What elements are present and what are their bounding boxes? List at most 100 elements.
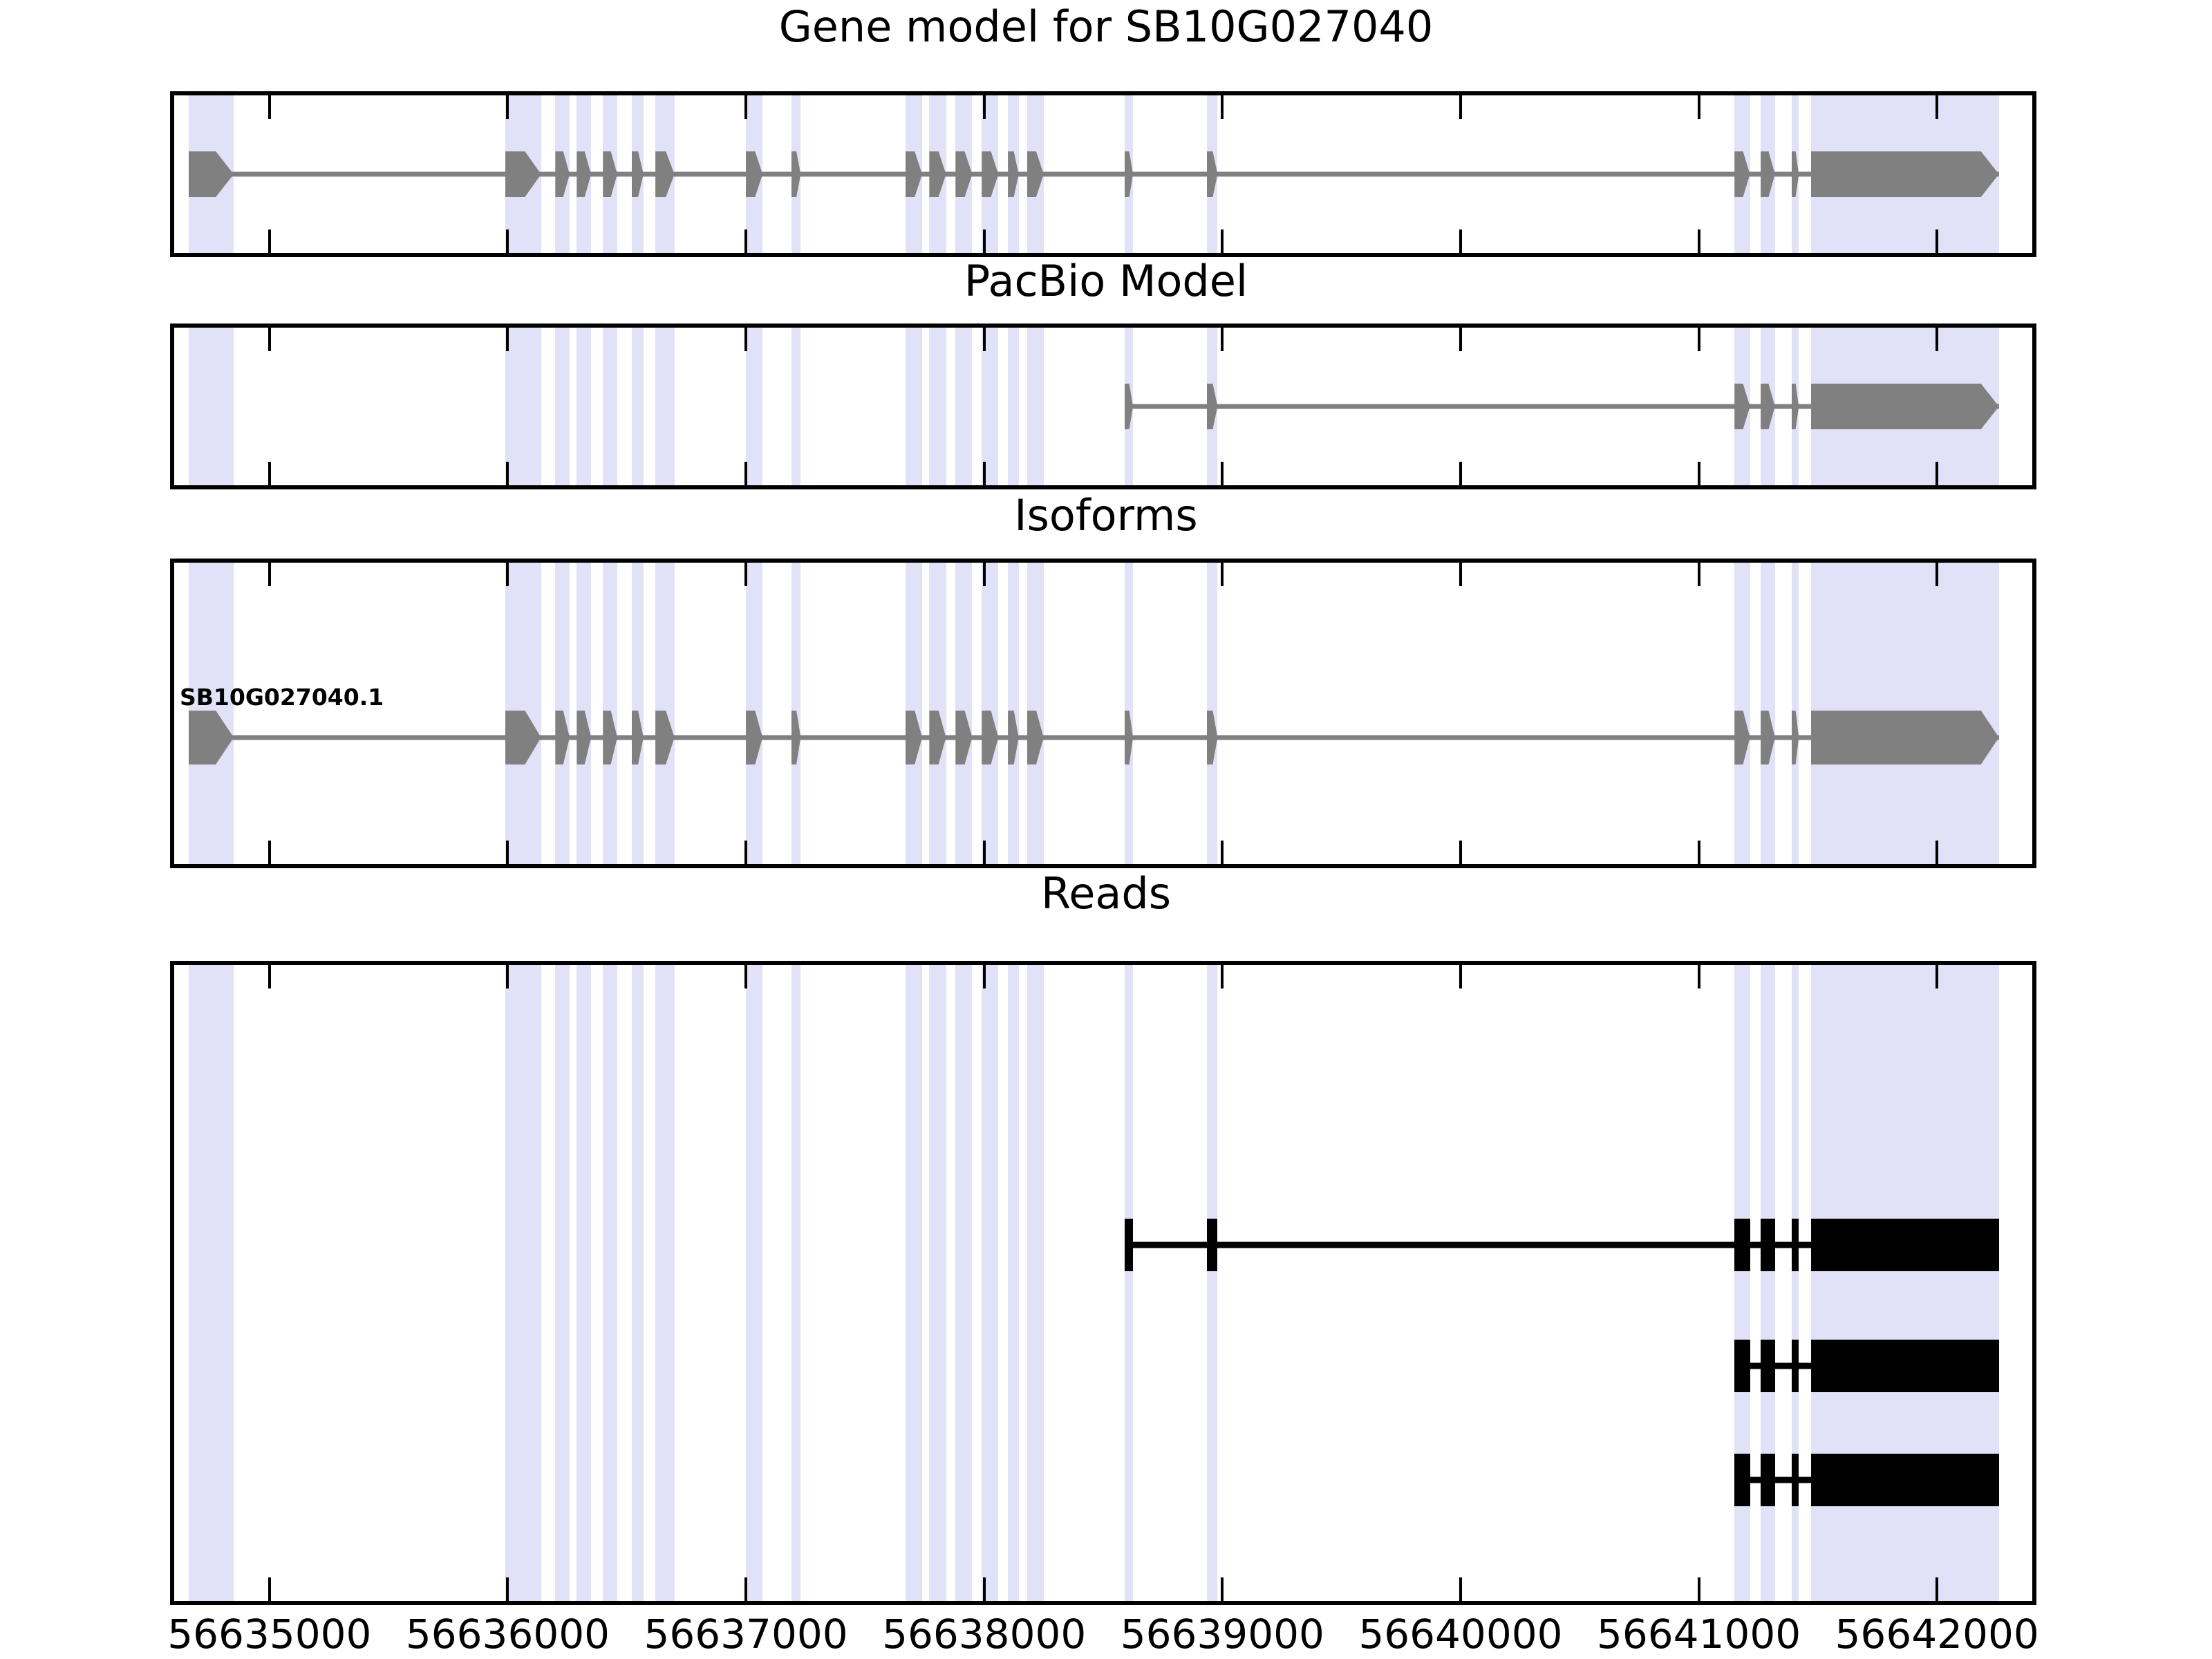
exon-block[interactable] (505, 151, 541, 197)
highlight-band (1027, 965, 1044, 1601)
highlight-band (1008, 965, 1019, 1601)
highlight-band (555, 328, 570, 485)
axis-tick (744, 1577, 748, 1601)
exon-block[interactable] (1008, 151, 1019, 197)
exon-block[interactable] (1125, 151, 1134, 197)
exon-block[interactable] (791, 710, 801, 765)
transcript-track[interactable] (174, 710, 2032, 765)
intron-line (188, 735, 1999, 740)
transcript-track[interactable] (174, 151, 2032, 197)
axis-tick (982, 563, 986, 586)
read-block[interactable] (1791, 1339, 1799, 1392)
read-block[interactable] (1761, 1454, 1775, 1507)
panel-title-reads: Reads (1040, 868, 1172, 919)
axis-tick (1221, 328, 1224, 351)
exon-block[interactable] (1027, 710, 1044, 765)
axis-tick (744, 462, 748, 485)
axis-tick (982, 1577, 986, 1601)
exon-block[interactable] (955, 710, 973, 765)
exon-block[interactable] (746, 710, 763, 765)
panel-reads[interactable] (170, 961, 2036, 1605)
exon-block[interactable] (655, 151, 675, 197)
exon-block[interactable] (1125, 710, 1134, 765)
exon-block[interactable] (905, 710, 923, 765)
exon-block[interactable] (1810, 384, 1999, 429)
read-block[interactable] (1810, 1218, 1999, 1271)
exon-block[interactable] (505, 710, 541, 765)
exon-block[interactable] (1206, 384, 1218, 429)
exon-block[interactable] (982, 710, 999, 765)
x-tick-label: 56639000 (1120, 1611, 1324, 1658)
exon-block[interactable] (577, 151, 592, 197)
read-block[interactable] (1206, 1218, 1218, 1271)
axis-tick (1936, 229, 1939, 253)
axis-tick (506, 841, 509, 864)
exon-block[interactable] (791, 151, 801, 197)
exon-block[interactable] (1810, 710, 1999, 765)
axis-tick (1459, 229, 1462, 253)
exon-block[interactable] (1734, 384, 1750, 429)
exon-block[interactable] (1027, 151, 1044, 197)
axis-tick (982, 462, 986, 485)
exon-block[interactable] (1008, 710, 1019, 765)
exon-block[interactable] (631, 710, 644, 765)
intron-line (1125, 1241, 1999, 1248)
exon-block[interactable] (1791, 710, 1799, 765)
read-track[interactable] (174, 1339, 2032, 1392)
axis-tick (506, 229, 509, 253)
exon-block[interactable] (1125, 384, 1134, 429)
exon-block[interactable] (929, 710, 946, 765)
read-track[interactable] (174, 1454, 2032, 1507)
exon-block[interactable] (955, 151, 973, 197)
read-block[interactable] (1734, 1339, 1750, 1392)
exon-block[interactable] (655, 710, 675, 765)
exon-block[interactable] (603, 710, 617, 765)
exon-block[interactable] (603, 151, 617, 197)
exon-block[interactable] (555, 151, 570, 197)
exon-block[interactable] (1734, 151, 1750, 197)
exon-block[interactable] (1791, 151, 1799, 197)
axis-tick (1697, 841, 1700, 864)
exon-block[interactable] (1761, 384, 1775, 429)
axis-tick (744, 965, 748, 988)
exon-block[interactable] (929, 151, 946, 197)
exon-block[interactable] (1761, 151, 1775, 197)
axis-tick (1221, 841, 1224, 864)
exon-block[interactable] (746, 151, 763, 197)
x-tick-label: 56641000 (1596, 1611, 1801, 1658)
read-block[interactable] (1734, 1218, 1750, 1271)
exon-block[interactable] (1734, 710, 1750, 765)
transcript-track[interactable] (174, 384, 2032, 429)
panel-pacbio-model[interactable] (170, 324, 2036, 489)
axis-tick (1936, 965, 1939, 988)
exon-block[interactable] (1761, 710, 1775, 765)
x-tick-label: 56637000 (644, 1611, 848, 1658)
exon-block[interactable] (982, 151, 999, 197)
exon-block[interactable] (1206, 710, 1218, 765)
exon-block[interactable] (555, 710, 570, 765)
panel-gene-model[interactable] (170, 91, 2036, 257)
read-block[interactable] (1791, 1218, 1799, 1271)
exon-block[interactable] (188, 710, 234, 765)
axis-tick (268, 462, 271, 485)
panel-isoforms[interactable]: SB10G027040.1 (170, 559, 2036, 868)
read-block[interactable] (1734, 1454, 1750, 1507)
read-block[interactable] (1125, 1218, 1134, 1271)
exon-block[interactable] (1791, 384, 1799, 429)
read-track[interactable] (174, 1218, 2032, 1271)
read-block[interactable] (1810, 1454, 1999, 1507)
axis-tick (506, 95, 509, 119)
exon-block[interactable] (577, 710, 592, 765)
exon-block[interactable] (1810, 151, 1999, 197)
axis-tick (1697, 462, 1700, 485)
read-block[interactable] (1761, 1218, 1775, 1271)
read-block[interactable] (1810, 1339, 1999, 1392)
exon-block[interactable] (188, 151, 234, 197)
axis-tick (982, 841, 986, 864)
exon-block[interactable] (905, 151, 923, 197)
read-block[interactable] (1761, 1339, 1775, 1392)
highlight-band (905, 965, 923, 1601)
exon-block[interactable] (1206, 151, 1218, 197)
read-block[interactable] (1791, 1454, 1799, 1507)
exon-block[interactable] (631, 151, 644, 197)
